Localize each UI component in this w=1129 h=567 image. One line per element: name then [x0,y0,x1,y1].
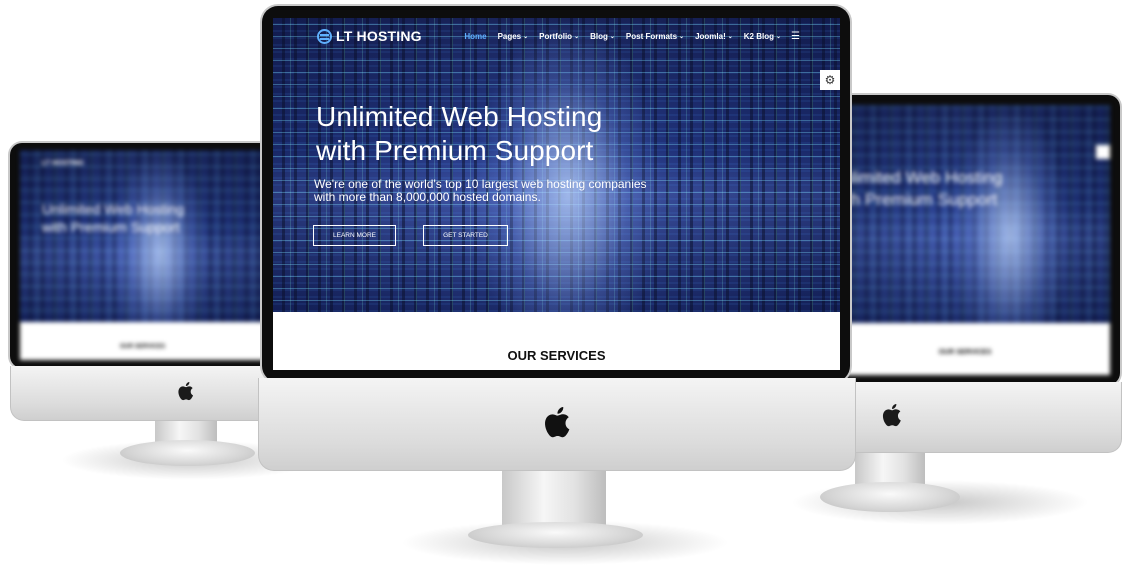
right-hero-title: Unlimited Web Hosting with Premium Suppo… [830,168,1003,209]
services-title: OUR SERVICES [507,348,606,363]
top-nav: LT HOSTING Home Pages ⌄ Portfolio ⌄ [273,18,840,54]
hero-title-line1: Unlimited Web Hosting [316,101,603,132]
nav-label: Joomla! [695,31,726,41]
apple-logo-icon [178,382,194,401]
chevron-down-icon: ⌄ [727,33,733,40]
right-services-title: OUR SERVICES [938,349,992,356]
hero-title: Unlimited Web Hosting with Premium Suppo… [316,100,736,168]
left-logo: LT HOSTING [42,160,84,167]
button-label: LEARN MORE [333,232,376,239]
hamburger-icon[interactable]: ☰ [791,30,800,42]
logo-text: LT HOSTING [336,28,422,44]
right-settings-button [1096,145,1110,159]
nav-item-blog[interactable]: Blog ⌄ [590,32,615,41]
chevron-down-icon: ⌄ [776,33,782,40]
right-screen: Unlimited Web Hosting with Premium Suppo… [820,105,1110,375]
nav-label: Home [464,31,487,41]
nav-item-portfolio[interactable]: Portfolio ⌄ [539,32,579,41]
chevron-down-icon: ⌄ [574,33,580,40]
main-screen: LT HOSTING Home Pages ⌄ Portfolio ⌄ [273,18,840,370]
nav-item-joomla[interactable]: Joomla! ⌄ [695,32,733,41]
hero-title-line2: with Premium Support [316,135,594,166]
gear-icon: ⚙ [824,73,836,87]
chevron-down-icon: ⌄ [609,33,615,40]
nav-label: Pages [497,31,522,41]
left-services-title: OUR SERVICES [119,344,166,350]
learn-more-button[interactable]: LEARN MORE [313,225,396,246]
chevron-down-icon: ⌄ [679,33,685,40]
site-logo[interactable]: LT HOSTING [317,28,422,44]
chevron-down-icon: ⌄ [523,33,529,40]
nav-item-k2-blog[interactable]: K2 Blog ⌄ [744,32,781,41]
nav-item-home[interactable]: Home [464,32,486,41]
nav-label: Post Formats [625,31,678,41]
hero-subtitle-line1: We're one of the world's top 10 largest … [314,177,647,191]
nav-label: Portfolio [539,31,573,41]
hero-subtitle-line2: with more than 8,000,000 hosted domains. [314,190,541,204]
settings-button[interactable]: ⚙ [820,70,840,90]
server-logo-icon [317,28,332,44]
left-hero-title: Unlimited Web Hosting with Premium Suppo… [42,201,185,235]
get-started-button[interactable]: GET STARTED [423,225,508,246]
nav-label: Blog [590,31,608,41]
nav-item-pages[interactable]: Pages ⌄ [498,32,529,41]
main-menu: Home Pages ⌄ Portfolio ⌄ Blog ⌄ [453,31,800,42]
nav-label: K2 Blog [743,31,774,41]
hero-subtitle: We're one of the world's top 10 largest … [314,178,714,204]
hero-section: LT HOSTING Home Pages ⌄ Portfolio ⌄ [273,18,840,312]
nav-item-post-formats[interactable]: Post Formats ⌄ [626,32,684,41]
apple-logo-icon [545,407,570,438]
button-label: GET STARTED [443,232,488,239]
left-screen: LT HOSTING Unlimited Web Hosting with Pr… [20,150,265,360]
apple-logo-icon [882,404,901,427]
